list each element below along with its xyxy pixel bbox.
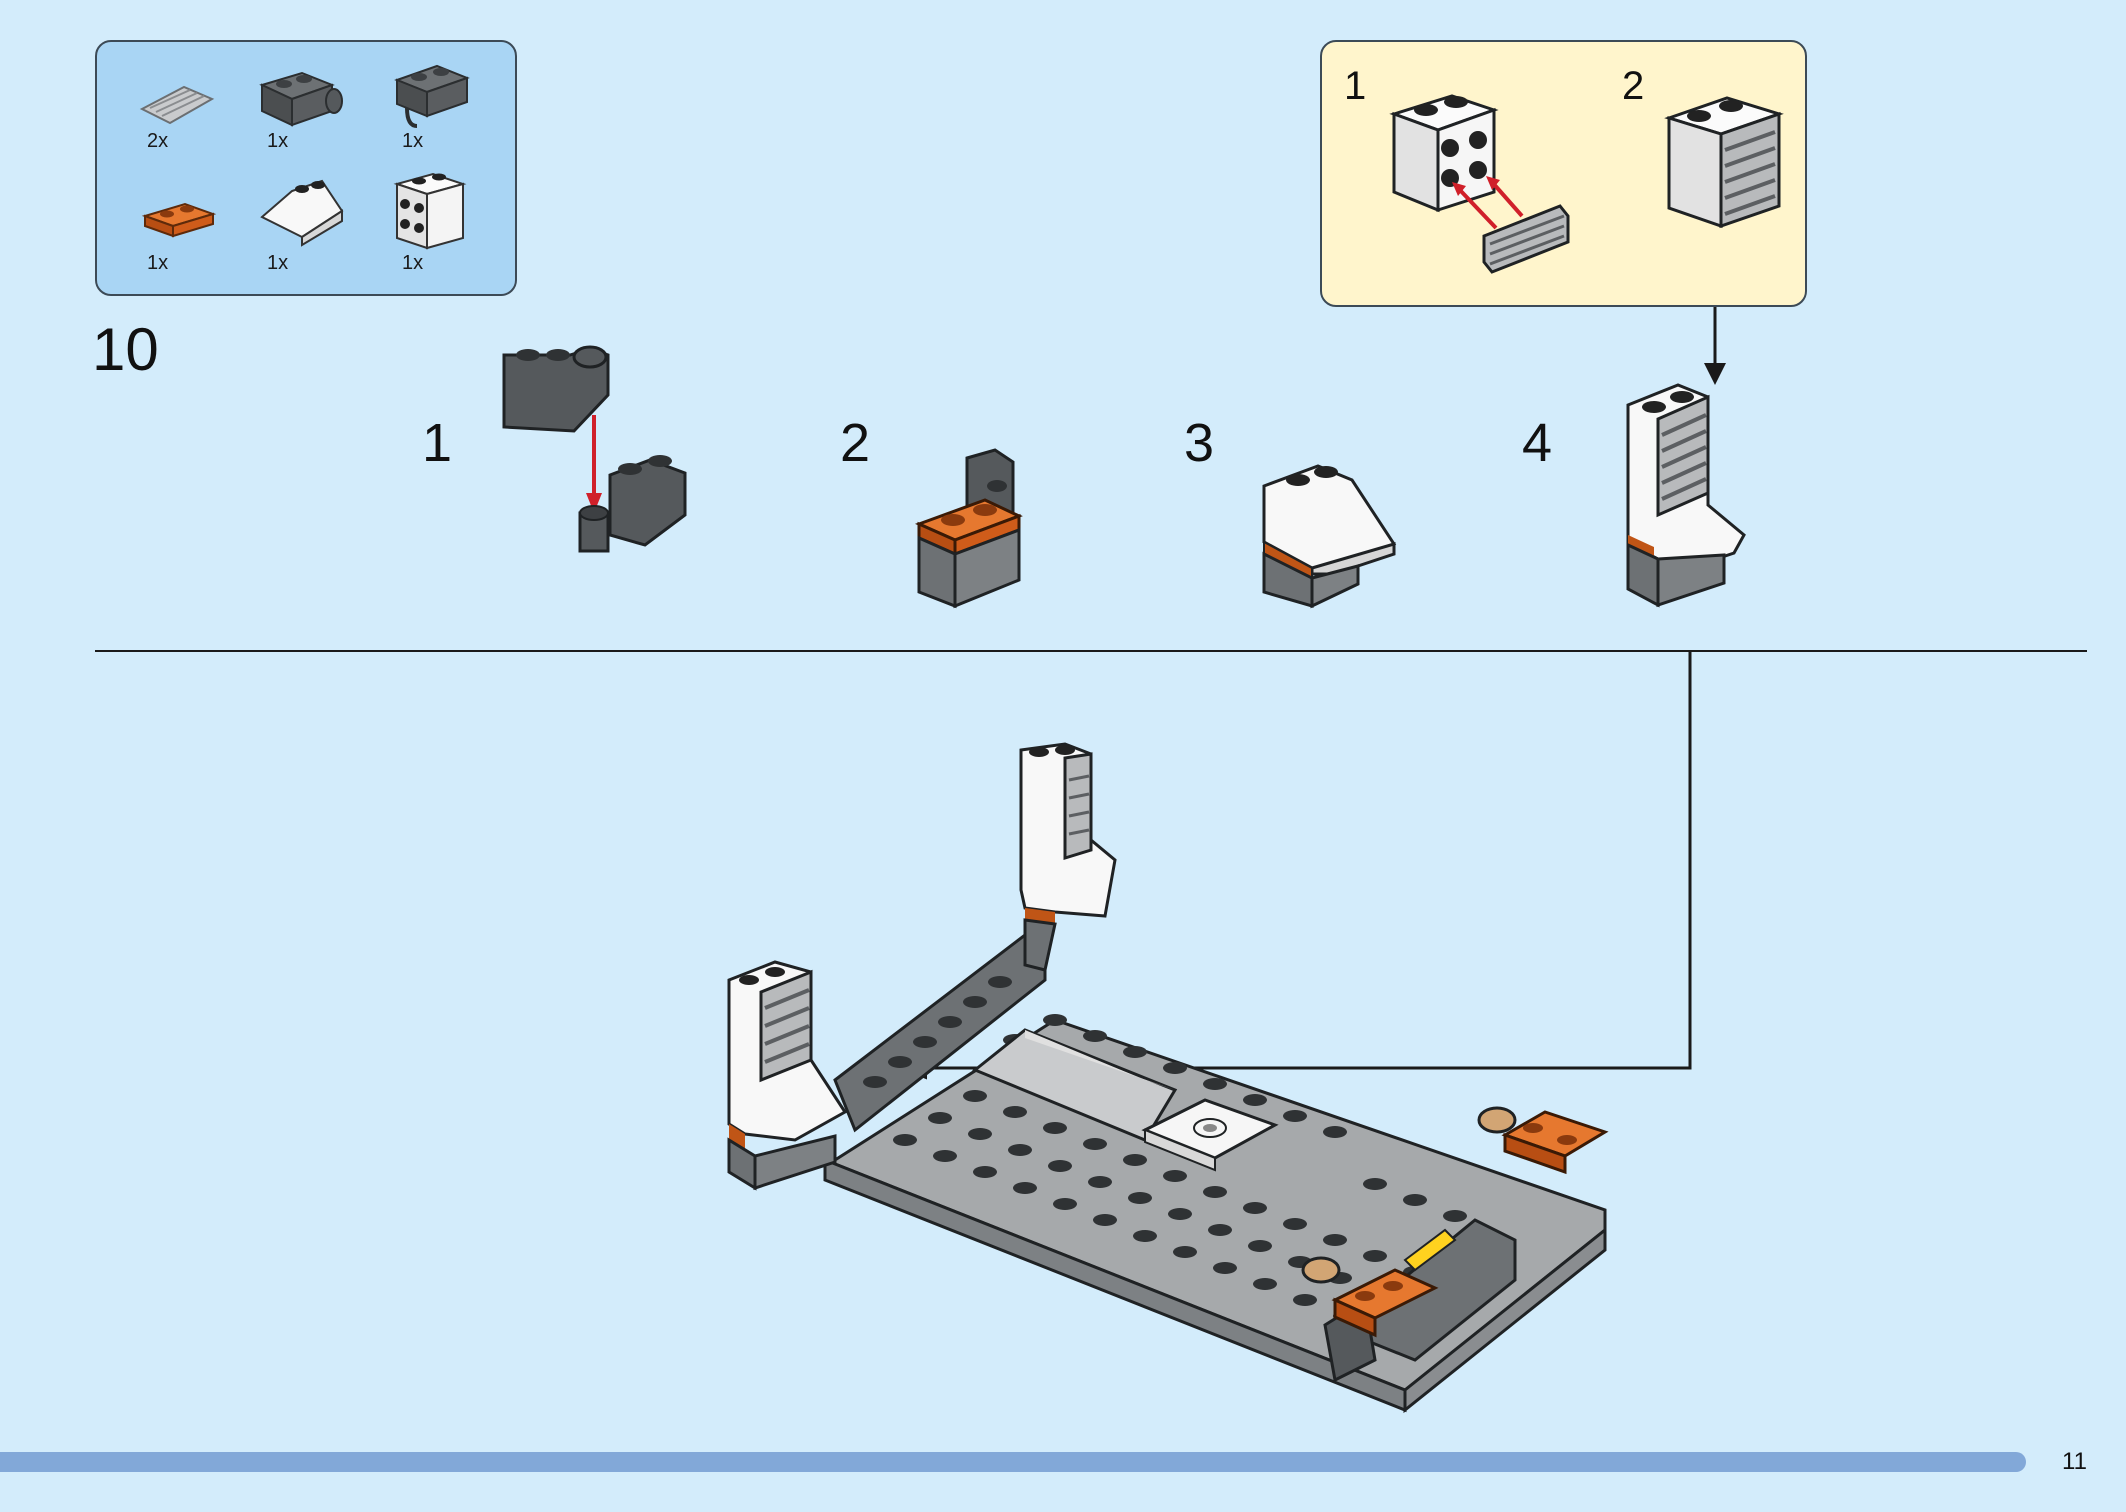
part-qty: 1x — [147, 252, 169, 274]
part-qty: 1x — [267, 130, 289, 152]
callout-step-1-illustration — [1389, 94, 1570, 274]
white-slope-icon — [260, 179, 344, 247]
substep-1-illustration — [502, 345, 687, 553]
substep-label-1: 1 — [422, 413, 453, 473]
step-separator — [95, 650, 2087, 652]
white-brick-with-studs-on-side-icon — [393, 172, 467, 250]
part-qty: 2x — [147, 130, 169, 152]
substep-4-illustration — [1626, 383, 1746, 608]
orange-plate-icon — [141, 202, 217, 238]
substep-label-4: 4 — [1522, 413, 1553, 473]
callout-step-label-2: 2 — [1622, 64, 1645, 108]
parts-list-box: 2x 1x 1x 1x 1x — [95, 40, 517, 296]
gray-grille-tile-icon — [139, 85, 215, 125]
callout-step-label-1: 1 — [1344, 64, 1367, 108]
main-model-illustration — [727, 742, 1609, 1414]
part-qty: 1x — [402, 252, 424, 274]
step-number: 10 — [92, 316, 159, 383]
dark-gray-brick-with-clip-icon — [394, 64, 470, 128]
substep-2-illustration — [914, 448, 1023, 609]
substep-label-3: 3 — [1184, 413, 1215, 473]
part-qty: 1x — [402, 130, 424, 152]
dark-gray-brick-with-pin-icon — [259, 71, 343, 127]
sub-assembly-callout: 1 2 — [1320, 40, 1807, 307]
substep-3-illustration — [1262, 464, 1397, 609]
callout-step-2-illustration — [1664, 96, 1784, 229]
page-number: 11 — [2062, 1448, 2087, 1475]
page-progress-bar — [0, 1452, 2026, 1472]
substep-label-2: 2 — [840, 413, 871, 473]
callout-arrow-down — [1704, 307, 1726, 385]
part-qty: 1x — [267, 252, 289, 274]
